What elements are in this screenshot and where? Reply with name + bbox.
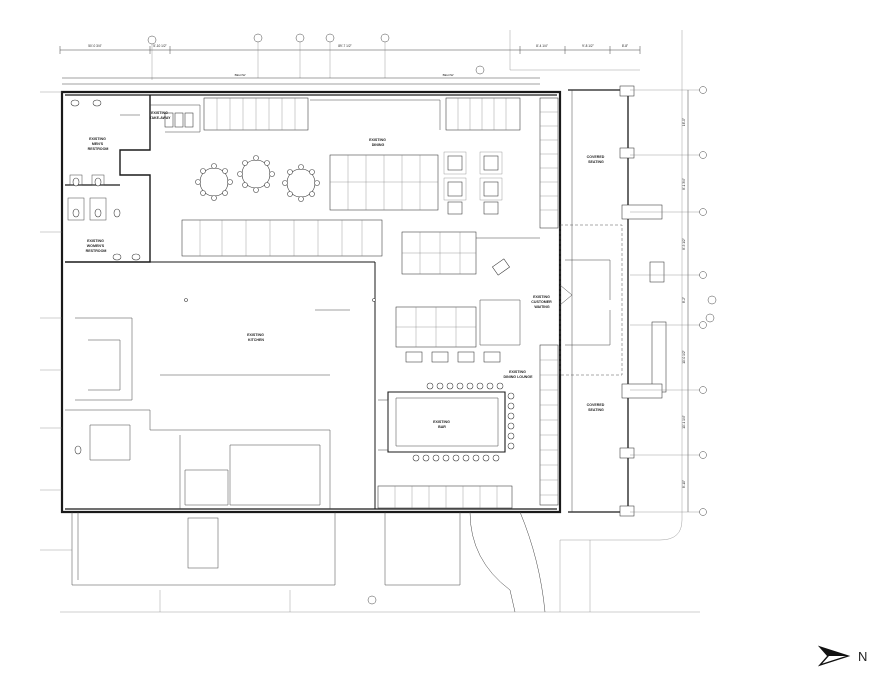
- label-womens-3: RESTROOM: [86, 249, 107, 253]
- label-mens-3: RESTROOM: [88, 147, 109, 151]
- below-label-1: BELOW: [235, 73, 246, 77]
- dim-top-6: 8'-8": [622, 44, 628, 48]
- svg-text:COVERED SEATING: COVERED SEATING: [587, 403, 606, 412]
- dim-top-4: 8'-4 1/4": [536, 44, 548, 48]
- label-covered-1a: COVERED: [587, 155, 605, 159]
- label-mens-2: MEN'S: [92, 142, 104, 146]
- dining-area: EXISTING DINING: [181, 97, 540, 276]
- dim-right-6: 10'-1 1/4": [682, 415, 686, 428]
- label-customer-3: WAITING: [534, 305, 550, 309]
- label-bar-1: EXISTING: [433, 420, 450, 424]
- svg-text:COVERED SEATING: COVERED SEATING: [587, 155, 606, 164]
- top-dimension-string: 50'-0 3/4" 5'-10 1/2" 89'-7 1/2" 8'-4 1/…: [59, 33, 641, 605]
- label-customer-1: EXISTING: [533, 295, 550, 299]
- takeaway-area: EXISTING TAKE-AWAY: [150, 104, 201, 133]
- label-covered-2a: COVERED: [587, 403, 605, 407]
- svg-text:EXISTING BAR: EXISTING BAR: [433, 420, 451, 429]
- svg-text:EXISTING DINING LOUNGE: EXISTING DINING LOUNGE: [504, 370, 534, 379]
- svg-text:EXISTING TAKE-AWAY: EXISTING TAKE-AWAY: [150, 111, 172, 120]
- building-outline: BELOW BELOW: [60, 30, 700, 613]
- svg-text:EXISTING CUSTOMER: EXISTING CUSTOMER WAITING: [531, 295, 553, 309]
- label-takeaway-1: EXISTING: [151, 111, 168, 115]
- label-takeaway-2: TAKE-AWAY: [150, 116, 172, 120]
- label-womens-1: EXISTING: [87, 239, 104, 243]
- dim-right-7: 8'-10": [682, 480, 686, 488]
- label-kitchen-2: KITCHEN: [248, 338, 264, 342]
- covered-seating-area: COVERED SEATING COVERED SEATING: [568, 85, 667, 517]
- label-lounge-1: EXISTING: [509, 370, 526, 374]
- label-bar-2: BAR: [438, 425, 446, 429]
- label-covered-2b: SEATING: [588, 408, 604, 412]
- north-label: N: [858, 649, 867, 664]
- dim-top-3: 89'-7 1/2": [338, 44, 351, 48]
- left-wall-tags: [40, 91, 72, 551]
- dim-right-5: 10'-0 1/2": [682, 350, 686, 363]
- north-arrow-fill: [820, 647, 848, 656]
- svg-text:EXISTING WOMEN'S R: EXISTING WOMEN'S RESTROOM: [86, 239, 107, 253]
- dim-right-2: 8'-1 3/4": [682, 178, 686, 190]
- label-kitchen-1: EXISTING: [247, 333, 264, 337]
- label-dining-1: EXISTING: [369, 138, 386, 142]
- dim-right-3: 8'-5 1/2": [682, 238, 686, 250]
- dim-top-2: 5'-10 1/2": [153, 44, 166, 48]
- lounge-bar-area: EXISTING DINING LOUNGE EXISTING BAR: [377, 299, 534, 509]
- label-womens-2: WOMEN'S: [87, 244, 105, 248]
- svg-text:EXISTING KITCHEN: EXISTING KITCHEN: [247, 333, 265, 342]
- below-label-2: BELOW: [443, 73, 454, 77]
- label-mens-1: EXISTING: [89, 137, 106, 141]
- north-arrow: N: [818, 645, 867, 667]
- dim-right-1: 16'-0": [682, 118, 686, 126]
- label-dining-2: DINING: [372, 143, 385, 147]
- svg-text:EXISTING DINING: EXISTING DINING: [369, 138, 387, 147]
- dim-top-1: 50'-0 3/4": [88, 44, 101, 48]
- label-customer-2: CUSTOMER: [531, 300, 552, 304]
- label-lounge-2: DINING LOUNGE: [504, 375, 534, 379]
- dim-top-5: 9'-8 1/2": [582, 44, 594, 48]
- customer-waiting-area: EXISTING CUSTOMER WAITING: [531, 97, 623, 506]
- kitchen-area: EXISTING KITCHEN: [65, 261, 376, 509]
- right-dimension-string: 16'-0" 8'-1 3/4" 8'-5 1/2" 8'-2" 10'-0 1…: [630, 86, 717, 516]
- dim-right-4: 8'-2": [682, 297, 686, 303]
- label-covered-1b: SEATING: [588, 160, 604, 164]
- svg-text:EXISTING MEN'S RES: EXISTING MEN'S RESTROOM: [88, 137, 109, 151]
- restroom-block: EXISTING MEN'S RESTROOM EXISTING WOMEN'S…: [65, 95, 151, 263]
